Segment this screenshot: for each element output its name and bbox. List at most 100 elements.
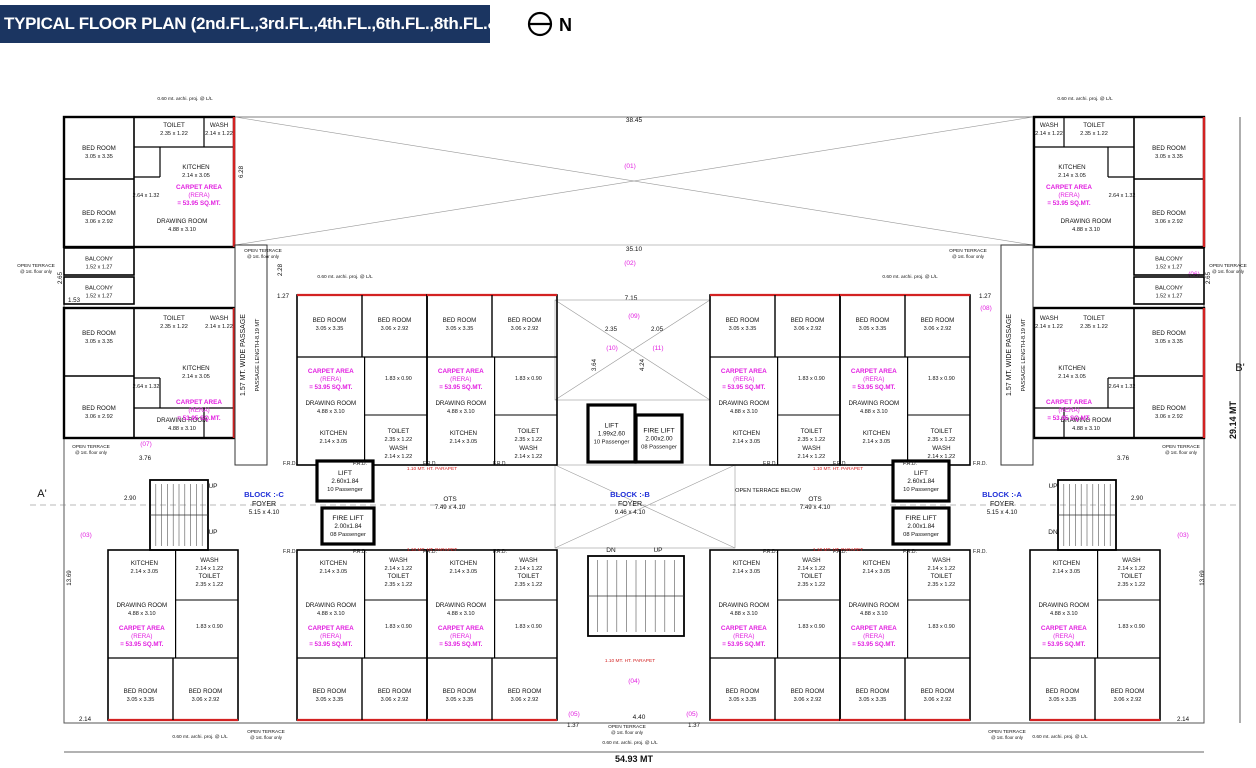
open-terrace-label: OPEN TERRACE (72, 444, 110, 450)
open-terrace-label: OPEN TERRACE (17, 263, 55, 269)
lift-c-size: 2.60x1.84 (331, 478, 359, 485)
toilet-size: 2.35 x 1.22 (1080, 324, 1108, 330)
toilet-size: 2.35 x 1.22 (1080, 131, 1108, 137)
drawing-room-name: DRAWING ROOM (157, 417, 208, 424)
drawing-room-name: DRAWING ROOM (435, 400, 486, 407)
fire-lift-a (891, 506, 951, 546)
bed-room-size: 3.06 x 2.92 (1155, 219, 1183, 225)
kitchen-name: KITCHEN (182, 164, 209, 171)
kitchen-size: 2.14 x 3.05 (131, 569, 159, 575)
bed-room-size: 3.05 x 3.35 (316, 326, 344, 332)
dimension-2-65: 2.65 (57, 271, 64, 284)
lift-c-name: LIFT (338, 470, 352, 477)
stair-dn-label: DN (606, 547, 616, 554)
bed-room-name: BED ROOM (921, 317, 955, 324)
fire-lift-b-name: FIRE LIFT (643, 428, 674, 435)
drawing-room-name: DRAWING ROOM (305, 400, 356, 407)
carpet-area-rera: (RERA) (733, 376, 754, 383)
carpet-area-label: CARPET AREA (1046, 399, 1092, 406)
carpet-area-label: CARPET AREA (308, 368, 354, 375)
kitchen-size: 2.14 x 3.05 (320, 439, 348, 445)
bed-room-size: 3.06 x 2.92 (1114, 697, 1142, 703)
frd-label: F.R.D. (353, 461, 367, 467)
archi-proj-label: 0.60 mt. archi. proj. @ L/L (172, 734, 228, 740)
bed-room-size: 3.06 x 2.92 (924, 697, 952, 703)
drawing-room-name: DRAWING ROOM (848, 400, 899, 407)
dimension-1-27-right: 1.27 (979, 293, 992, 300)
lift-c (315, 459, 375, 503)
kitchen-name: KITCHEN (450, 560, 477, 567)
wash-size: 2.14 x 1.22 (515, 566, 543, 572)
foyer-label: FOYER (990, 501, 1014, 508)
toilet-size: 2.35 x 1.22 (160, 131, 188, 137)
wash-size: 2.14 x 1.22 (196, 566, 224, 572)
carpet-area-label: CARPET AREA (851, 368, 897, 375)
carpet-area-rera: (RERA) (131, 633, 152, 640)
passage-left-length: PASSAGE LENGTH-8.19 MT (255, 318, 261, 392)
bed-room-size: 3.06 x 2.92 (85, 414, 113, 420)
bed-room-size: 3.06 x 2.92 (794, 697, 822, 703)
fire-lift-c-capacity: 08 Passenger (330, 532, 366, 538)
bed-room-name: BED ROOM (82, 145, 116, 152)
dimension-width: 54.93 MT (615, 754, 654, 764)
terrace-01-diag (234, 116, 1034, 246)
open-terrace-label: OPEN TERRACE (1209, 263, 1247, 269)
foyer-label: FOYER (252, 501, 276, 508)
kitchen-name: KITCHEN (863, 560, 890, 567)
bed-room-name: BED ROOM (1152, 405, 1186, 412)
kitchen-size: 2.14 x 3.05 (1058, 374, 1086, 380)
terrace-mark-05: (05) (568, 711, 580, 718)
stair-dn-label: DN (1048, 529, 1058, 536)
drawing-room-name: DRAWING ROOM (1061, 417, 1112, 424)
wash-size: 2.14 x 1.22 (1035, 324, 1063, 330)
archi-proj-label: 0.60 mt. archi. proj. @ L/L (157, 96, 213, 102)
frd-label: F.R.D. (763, 549, 777, 555)
foyer-size: 9.46 x 4.10 (615, 509, 646, 516)
kitchen-name: KITCHEN (1053, 560, 1080, 567)
foyer-size: 5.15 x 4.10 (249, 509, 280, 516)
frd-label: F.R.D. (493, 461, 507, 467)
dimension-inner-span: 35.10 (626, 246, 643, 253)
toilet-size: 2.35 x 1.22 (798, 437, 826, 443)
carpet-area-value: = 53.95 SQ.MT. (177, 200, 220, 207)
wash-name: WASH (200, 557, 218, 564)
kitchen-size: 2.14 x 3.05 (182, 374, 210, 380)
open-terrace-label: OPEN TERRACE (247, 729, 285, 735)
bed-room-name: BED ROOM (124, 688, 158, 695)
dimension-2-65-right: 2.65 (1205, 271, 1212, 284)
balcony-left-bottom (63, 276, 135, 305)
bed-room-name: BED ROOM (921, 688, 955, 695)
kitchen-name: KITCHEN (182, 365, 209, 372)
carpet-area-value: = 53.95 SQ.MT. (120, 641, 163, 648)
bed-room-name: BED ROOM (1152, 145, 1186, 152)
north-label: N (559, 15, 572, 35)
bed-room-name: BED ROOM (189, 688, 223, 695)
bed-room-size: 3.05 x 3.35 (859, 697, 887, 703)
wash-name: WASH (932, 557, 950, 564)
dimension-2-14: 2.14 (79, 716, 92, 723)
balcony-size: 1.52 x 1.27 (1156, 265, 1183, 271)
terrace-mark-02: (02) (624, 260, 636, 267)
bed-room-size: 3.05 x 3.35 (1049, 697, 1077, 703)
bed-room-name: BED ROOM (1152, 330, 1186, 337)
dimension-center-span: 7.15 (625, 295, 638, 302)
wash-name: WASH (802, 445, 820, 452)
drawing-room-name: DRAWING ROOM (718, 400, 769, 407)
kitchen-name: KITCHEN (733, 430, 760, 437)
bed-room-name: BED ROOM (508, 688, 542, 695)
open-terrace-note: @ 1st. floor only (1165, 450, 1198, 455)
dimension-1-37-right: 1.37 (688, 722, 701, 729)
balcony-right-top (1133, 247, 1205, 276)
section-mark-b: B' (1235, 362, 1244, 374)
drawing-room-size: 4.88 x 3.10 (128, 611, 156, 617)
wash-name: WASH (802, 557, 820, 564)
kitchen-name: KITCHEN (320, 430, 347, 437)
carpet-area-value: = 53.95 SQ.MT. (309, 641, 352, 648)
balcony-name: BALCONY (85, 286, 113, 292)
bed-room-name: BED ROOM (508, 317, 542, 324)
toilet-name: TOILET (518, 573, 540, 580)
lift-a-name: LIFT (914, 470, 928, 477)
carpet-area-value: = 53.95 SQ.MT. (309, 384, 352, 391)
wash-size: 2.14 x 1.22 (385, 454, 413, 460)
passage-left (234, 244, 268, 466)
